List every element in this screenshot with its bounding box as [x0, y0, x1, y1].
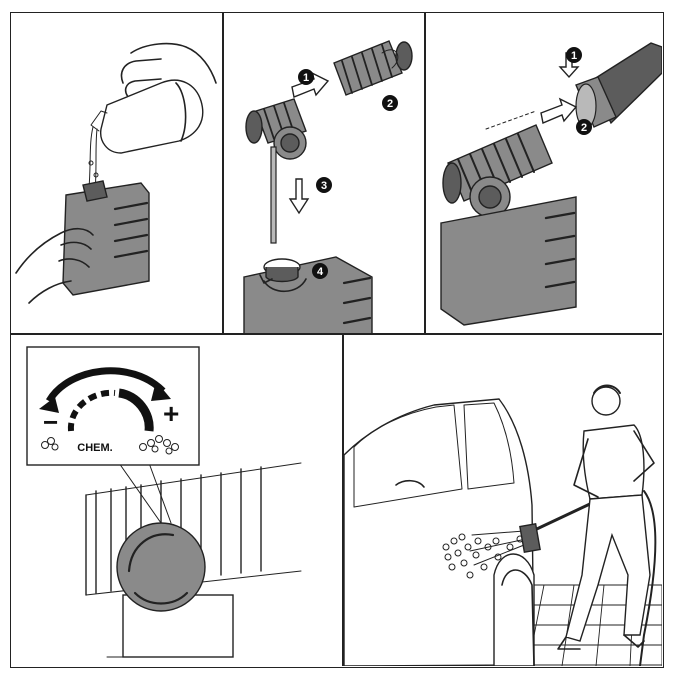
chem-dial-illustration: − + CHEM. [26, 346, 302, 658]
figure-frame: 1 2 3 4 [10, 12, 664, 668]
high-foam-icon [139, 435, 179, 455]
dial-inset [26, 346, 200, 466]
svg-text:1: 1 [571, 50, 577, 62]
chem-label: CHEM. [77, 442, 112, 454]
panel-washing-car [344, 335, 662, 666]
washing-car-illustration [344, 384, 662, 666]
panel-chem-dial: − + CHEM. [11, 335, 342, 666]
row-divider [11, 333, 662, 335]
step-badge-2: 2 [576, 119, 592, 135]
col-divider-2 [424, 13, 426, 333]
fill-tank-illustration [15, 42, 217, 304]
svg-text:2: 2 [387, 98, 393, 110]
low-foam-icon [41, 437, 59, 451]
attach-gun-illustration: 1 2 [440, 42, 662, 326]
step-badge-4: 4 [312, 263, 328, 279]
svg-text:1: 1 [303, 72, 309, 84]
plus-sign: + [163, 398, 179, 429]
minus-sign: − [43, 407, 58, 437]
step-badge-3: 3 [316, 177, 332, 193]
panel-attach-gun: 1 2 [426, 13, 662, 333]
svg-text:4: 4 [317, 266, 324, 278]
svg-text:2: 2 [581, 122, 587, 134]
col-divider-1 [222, 13, 224, 333]
col-divider-3 [342, 333, 344, 666]
svg-text:3: 3 [321, 180, 327, 192]
panel-assemble-nozzle: 1 2 3 4 [224, 13, 424, 333]
step-badge-1: 1 [298, 69, 314, 85]
step-badge-1: 1 [566, 47, 582, 63]
foam-spray [442, 530, 527, 579]
step-badge-2: 2 [382, 95, 398, 111]
panel-fill-tank [11, 13, 222, 333]
assemble-nozzle-illustration: 1 2 3 4 [243, 40, 413, 333]
